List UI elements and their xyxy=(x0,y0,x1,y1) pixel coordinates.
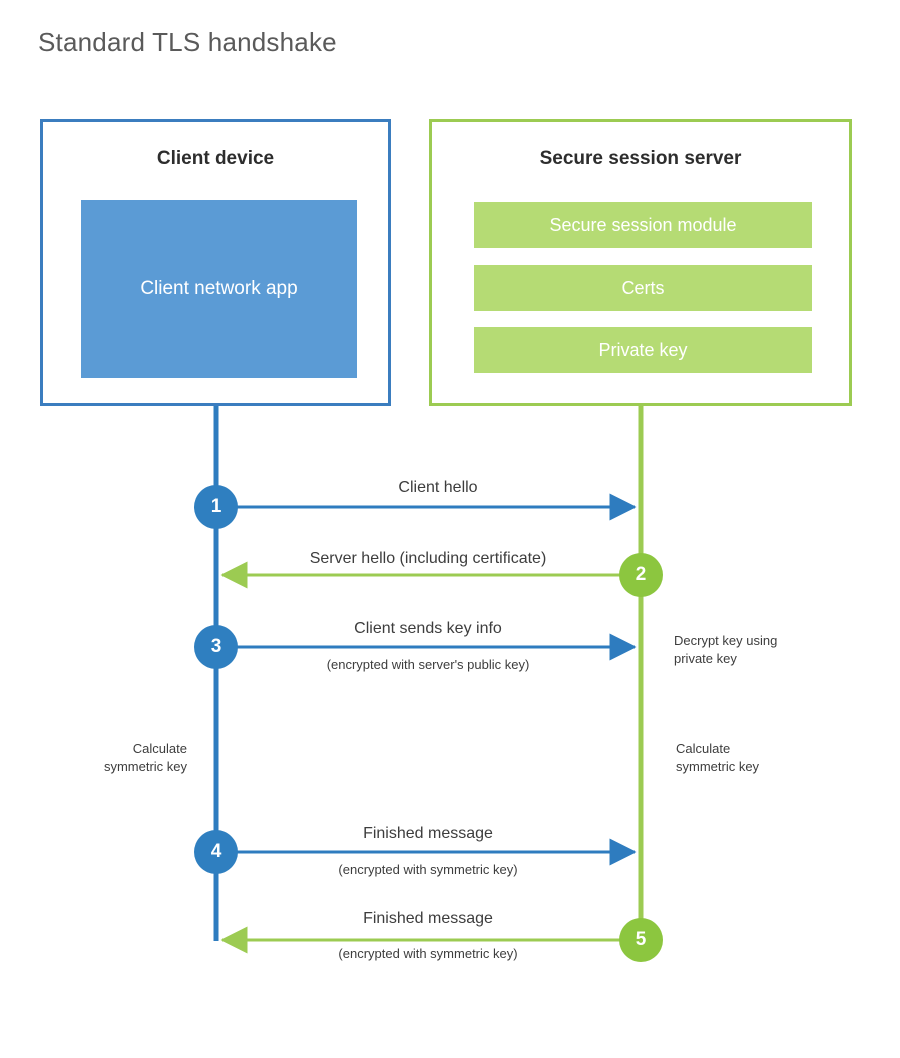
step-number-3: 3 xyxy=(210,636,222,657)
note-decrypt-key: Decrypt key using private key xyxy=(674,632,874,667)
secure-session-server-box: Secure session server Secure session mod… xyxy=(429,119,852,406)
step-number-4: 4 xyxy=(210,841,222,862)
note-calc-server-line2: symmetric key xyxy=(676,758,760,774)
step-badge-circle-5 xyxy=(619,918,663,962)
note-calculate-symmetric-key-client: Calculate symmetric key xyxy=(0,740,187,775)
page-title: Standard TLS handshake xyxy=(38,27,337,57)
message-label-step-5: Finished message xyxy=(363,910,493,927)
note-decrypt-key-line2: private key xyxy=(674,650,737,666)
message-label-step-3: Client sends key info xyxy=(354,620,502,637)
note-calc-server-line1: Calculate xyxy=(676,741,731,756)
server-module-certs: Certs xyxy=(474,265,812,311)
step-number-1: 1 xyxy=(210,496,222,517)
note-decrypt-key-line1: Decrypt key using xyxy=(674,633,778,648)
note-calculate-symmetric-key-server: Calculate symmetric key xyxy=(676,740,876,775)
message-label-step-1: Client hello xyxy=(398,479,478,496)
step-number-5: 5 xyxy=(635,929,647,950)
message-label-step-2: Server hello (including certificate) xyxy=(309,550,547,567)
step-badge-circle-3 xyxy=(194,625,238,669)
note-calc-client-line2: symmetric key xyxy=(103,758,187,774)
server-module-secure-session-module: Secure session module xyxy=(474,202,812,248)
message-label-step-4: Finished message xyxy=(363,825,493,842)
note-calc-client-line1: Calculate xyxy=(132,741,187,756)
server-module-private-key: Private key xyxy=(474,327,812,373)
step-badge-circle-4 xyxy=(194,830,238,874)
message-sublabel-step-5: (encrypted with symmetric key) xyxy=(338,946,518,961)
secure-session-server-title: Secure session server xyxy=(539,148,742,169)
message-sublabel-step-3: (encrypted with server's public key) xyxy=(326,657,530,672)
step-badge-circle-1 xyxy=(194,485,238,529)
client-device-box: Client device Client network app xyxy=(40,119,391,406)
client-device-title: Client device xyxy=(156,148,275,169)
client-network-app-block: Client network app xyxy=(81,200,357,378)
step-number-2: 2 xyxy=(635,564,647,585)
step-badge-circle-2 xyxy=(619,553,663,597)
message-sublabel-step-4: (encrypted with symmetric key) xyxy=(338,862,518,877)
